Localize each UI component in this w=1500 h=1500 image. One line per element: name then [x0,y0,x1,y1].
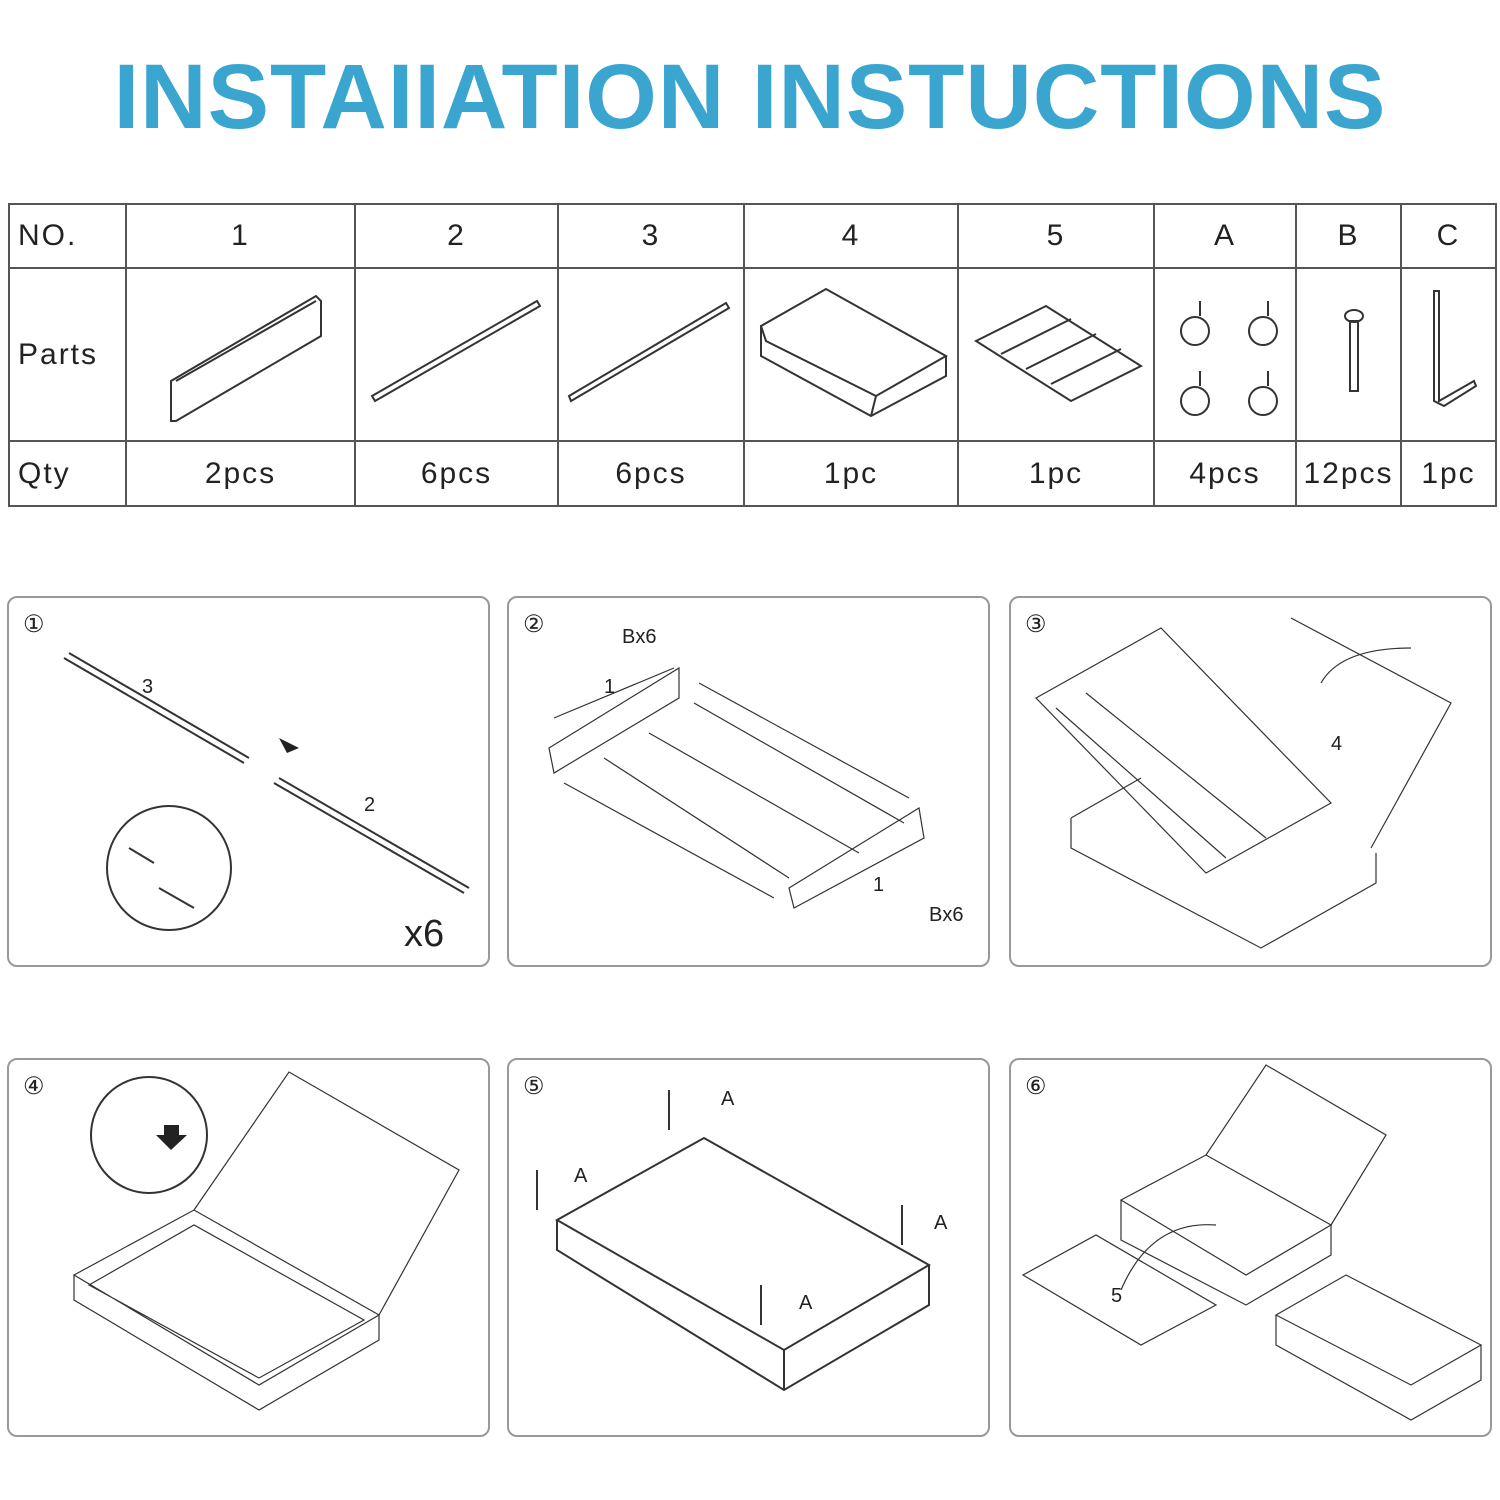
parts-table: NO. 1 2 3 4 5 A B C Parts Qty 2pcs 6pcs … [8,203,1497,507]
part-label: 1 [873,874,885,896]
step-4-panel: ④ [7,1058,490,1437]
step-number: ① [23,611,45,638]
step-3-diagram [1035,617,1452,949]
col-no: A [1153,203,1297,269]
col-no: B [1295,203,1402,269]
row-label-parts: Parts [8,267,127,442]
part-a-caster-wheels-image [1153,267,1297,442]
part-5-panel-image [957,267,1155,442]
qty-cell: 12pcs [1295,440,1402,507]
page-title: INSTAIIATION INSTUCTIONS [113,46,1387,148]
bolt-count-label: Bx6 [622,626,657,648]
part-b-bolt-image [1295,267,1402,442]
caster-label: A [799,1292,813,1314]
bolt-count-label: Bx6 [929,904,964,926]
step-6-panel: ⑥ 5 [1009,1058,1492,1437]
caster-label: A [574,1165,588,1187]
caster-label: A [934,1212,948,1234]
step-3-panel: ③ 4 [1009,596,1492,967]
part-label: 4 [1331,733,1343,755]
step-number: ⑤ [523,1073,545,1100]
step-2-panel: ② Bx6 1 1 Bx6 [507,596,990,967]
part-label: 1 [604,676,616,698]
step-4-diagram [72,1071,460,1411]
qty-cell: 1pc [743,440,959,507]
part-c-allen-key-image [1400,267,1497,442]
part-1-end-frame-image [125,267,356,442]
row-label-no: NO. [8,203,127,269]
col-no: 5 [957,203,1155,269]
col-no: 4 [743,203,959,269]
step-2-diagram [548,666,925,909]
col-no: 1 [125,203,356,269]
part-3-rod-image [557,267,745,442]
col-no: C [1400,203,1497,269]
table-row-no: NO. 1 2 3 4 5 A B C [8,203,1497,269]
row-label-qty: Qty [8,440,127,507]
repeat-count: x6 [404,913,445,955]
qty-cell: 6pcs [557,440,745,507]
qty-cell: 2pcs [125,440,356,507]
col-no: 2 [354,203,559,269]
step-5-panel: ⑤ A A A A [507,1058,990,1437]
caster-label: A [721,1088,735,1110]
step-5-diagram [536,1090,932,1392]
step-number: ② [523,611,545,638]
step-1-panel: ① 3 2 x6 [7,596,490,967]
step-number: ⑥ [1025,1073,1047,1100]
qty-cell: 6pcs [354,440,559,507]
qty-cell: 4pcs [1153,440,1297,507]
part-label: 2 [364,794,376,816]
part-label: 5 [1111,1285,1123,1307]
col-no: 3 [557,203,745,269]
qty-cell: 1pc [1400,440,1497,507]
part-4-cushion-image [743,267,959,442]
step-number: ④ [23,1073,45,1100]
table-row-parts: Parts [8,267,1497,442]
part-2-rod-image [354,267,559,442]
qty-cell: 1pc [957,440,1155,507]
part-label: 3 [142,676,154,698]
step-number: ③ [1025,611,1047,638]
step-6-diagram [1021,1064,1483,1421]
step-1-diagram [63,652,470,931]
table-row-qty: Qty 2pcs 6pcs 6pcs 1pc 1pc 4pcs 12pcs 1p… [8,440,1497,507]
